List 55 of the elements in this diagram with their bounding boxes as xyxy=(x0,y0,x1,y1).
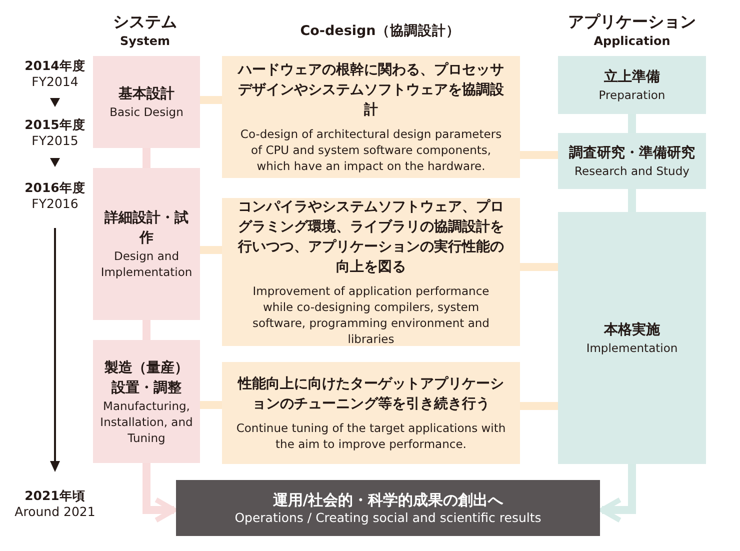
phase-title: 本格実施 xyxy=(604,321,660,340)
phase-title: 詳細設計・試作 xyxy=(103,209,190,248)
application-phase-box xyxy=(558,133,706,189)
phase-subtitle: Design and Implementation xyxy=(100,248,194,280)
connector-line xyxy=(200,96,222,104)
arrow xyxy=(142,463,177,523)
codesign-box xyxy=(222,362,520,464)
column-heading: System xyxy=(119,34,171,48)
connector-line xyxy=(520,151,558,159)
connector-line xyxy=(200,401,222,409)
column-heading: Application xyxy=(592,34,672,48)
codesign-translation: Co-design of architectural design parameters of CPU and system software components, which have an impact on the hardware. xyxy=(239,126,503,174)
year-label: 2014年度 xyxy=(24,58,86,75)
codesign-box xyxy=(222,56,520,178)
codesign-text: コンパイラやシステムソフトウェア、プログラミング環境、ライブラリの協調設計を行いつつ、アプリケーションの実行性能の向上を図る xyxy=(236,198,505,277)
codesign-translation: Continue tuning of the target applications with the aim to improve performance. xyxy=(236,420,506,452)
year-label: 2021年頃 xyxy=(24,488,86,505)
connector-line xyxy=(520,263,558,271)
connector-line xyxy=(628,114,636,133)
year-label: FY2015 xyxy=(30,133,80,148)
application-phase-box xyxy=(558,212,706,464)
system-phase-box xyxy=(93,56,200,148)
arrow xyxy=(599,464,636,523)
phase-title: 基本設計 xyxy=(118,85,174,104)
codesign-text: ハードウェアの根幹に関わる、プロセッサデザインやシステムソフトウェアを協調設計 xyxy=(236,61,505,120)
year-label: FY2014 xyxy=(30,74,80,89)
phase-subtitle: Research and Study xyxy=(574,163,690,179)
column-heading: システム xyxy=(112,12,178,33)
connector-line xyxy=(142,148,150,168)
year-label: FY2016 xyxy=(30,196,80,211)
year-label: 2016年度 xyxy=(24,180,86,197)
year-label: 2015年度 xyxy=(24,117,86,134)
goal-title: 運用/社会的・科学的成果の創出へ xyxy=(272,490,504,510)
goal-subtitle: Operations / Creating social and scientific results xyxy=(234,510,542,526)
phase-title: 立上準備 xyxy=(604,68,660,87)
phase-title: 製造（量産）設置・調整 xyxy=(104,358,190,398)
system-phase-box xyxy=(93,168,200,320)
connector-line xyxy=(142,320,150,340)
codesign-translation: Improvement of application performance while co-designing compilers, system software, programming environment and libraries xyxy=(252,283,490,347)
connector-line xyxy=(520,402,558,410)
codesign-text: 性能向上に向けたターゲットアプリケーションのチューニング等を引き続き行う xyxy=(236,375,505,414)
phase-subtitle: Basic Design xyxy=(110,104,184,120)
connector-line xyxy=(628,189,636,212)
phase-subtitle: Preparation xyxy=(598,87,666,103)
phase-title: 調査研究・準備研究 xyxy=(569,144,695,163)
column-heading: Co-design（協調設計） xyxy=(299,22,461,40)
phase-subtitle: Implementation xyxy=(586,340,678,356)
phase-subtitle: Manufacturing, Installation, and Tuning xyxy=(99,398,194,446)
year-label: Around 2021 xyxy=(14,504,96,519)
goal-banner xyxy=(176,480,600,536)
column-heading: アプリケーション xyxy=(567,12,697,33)
application-phase-box xyxy=(558,56,706,114)
connector-line xyxy=(200,246,222,254)
system-phase-box xyxy=(93,340,200,463)
codesign-box xyxy=(222,198,520,346)
